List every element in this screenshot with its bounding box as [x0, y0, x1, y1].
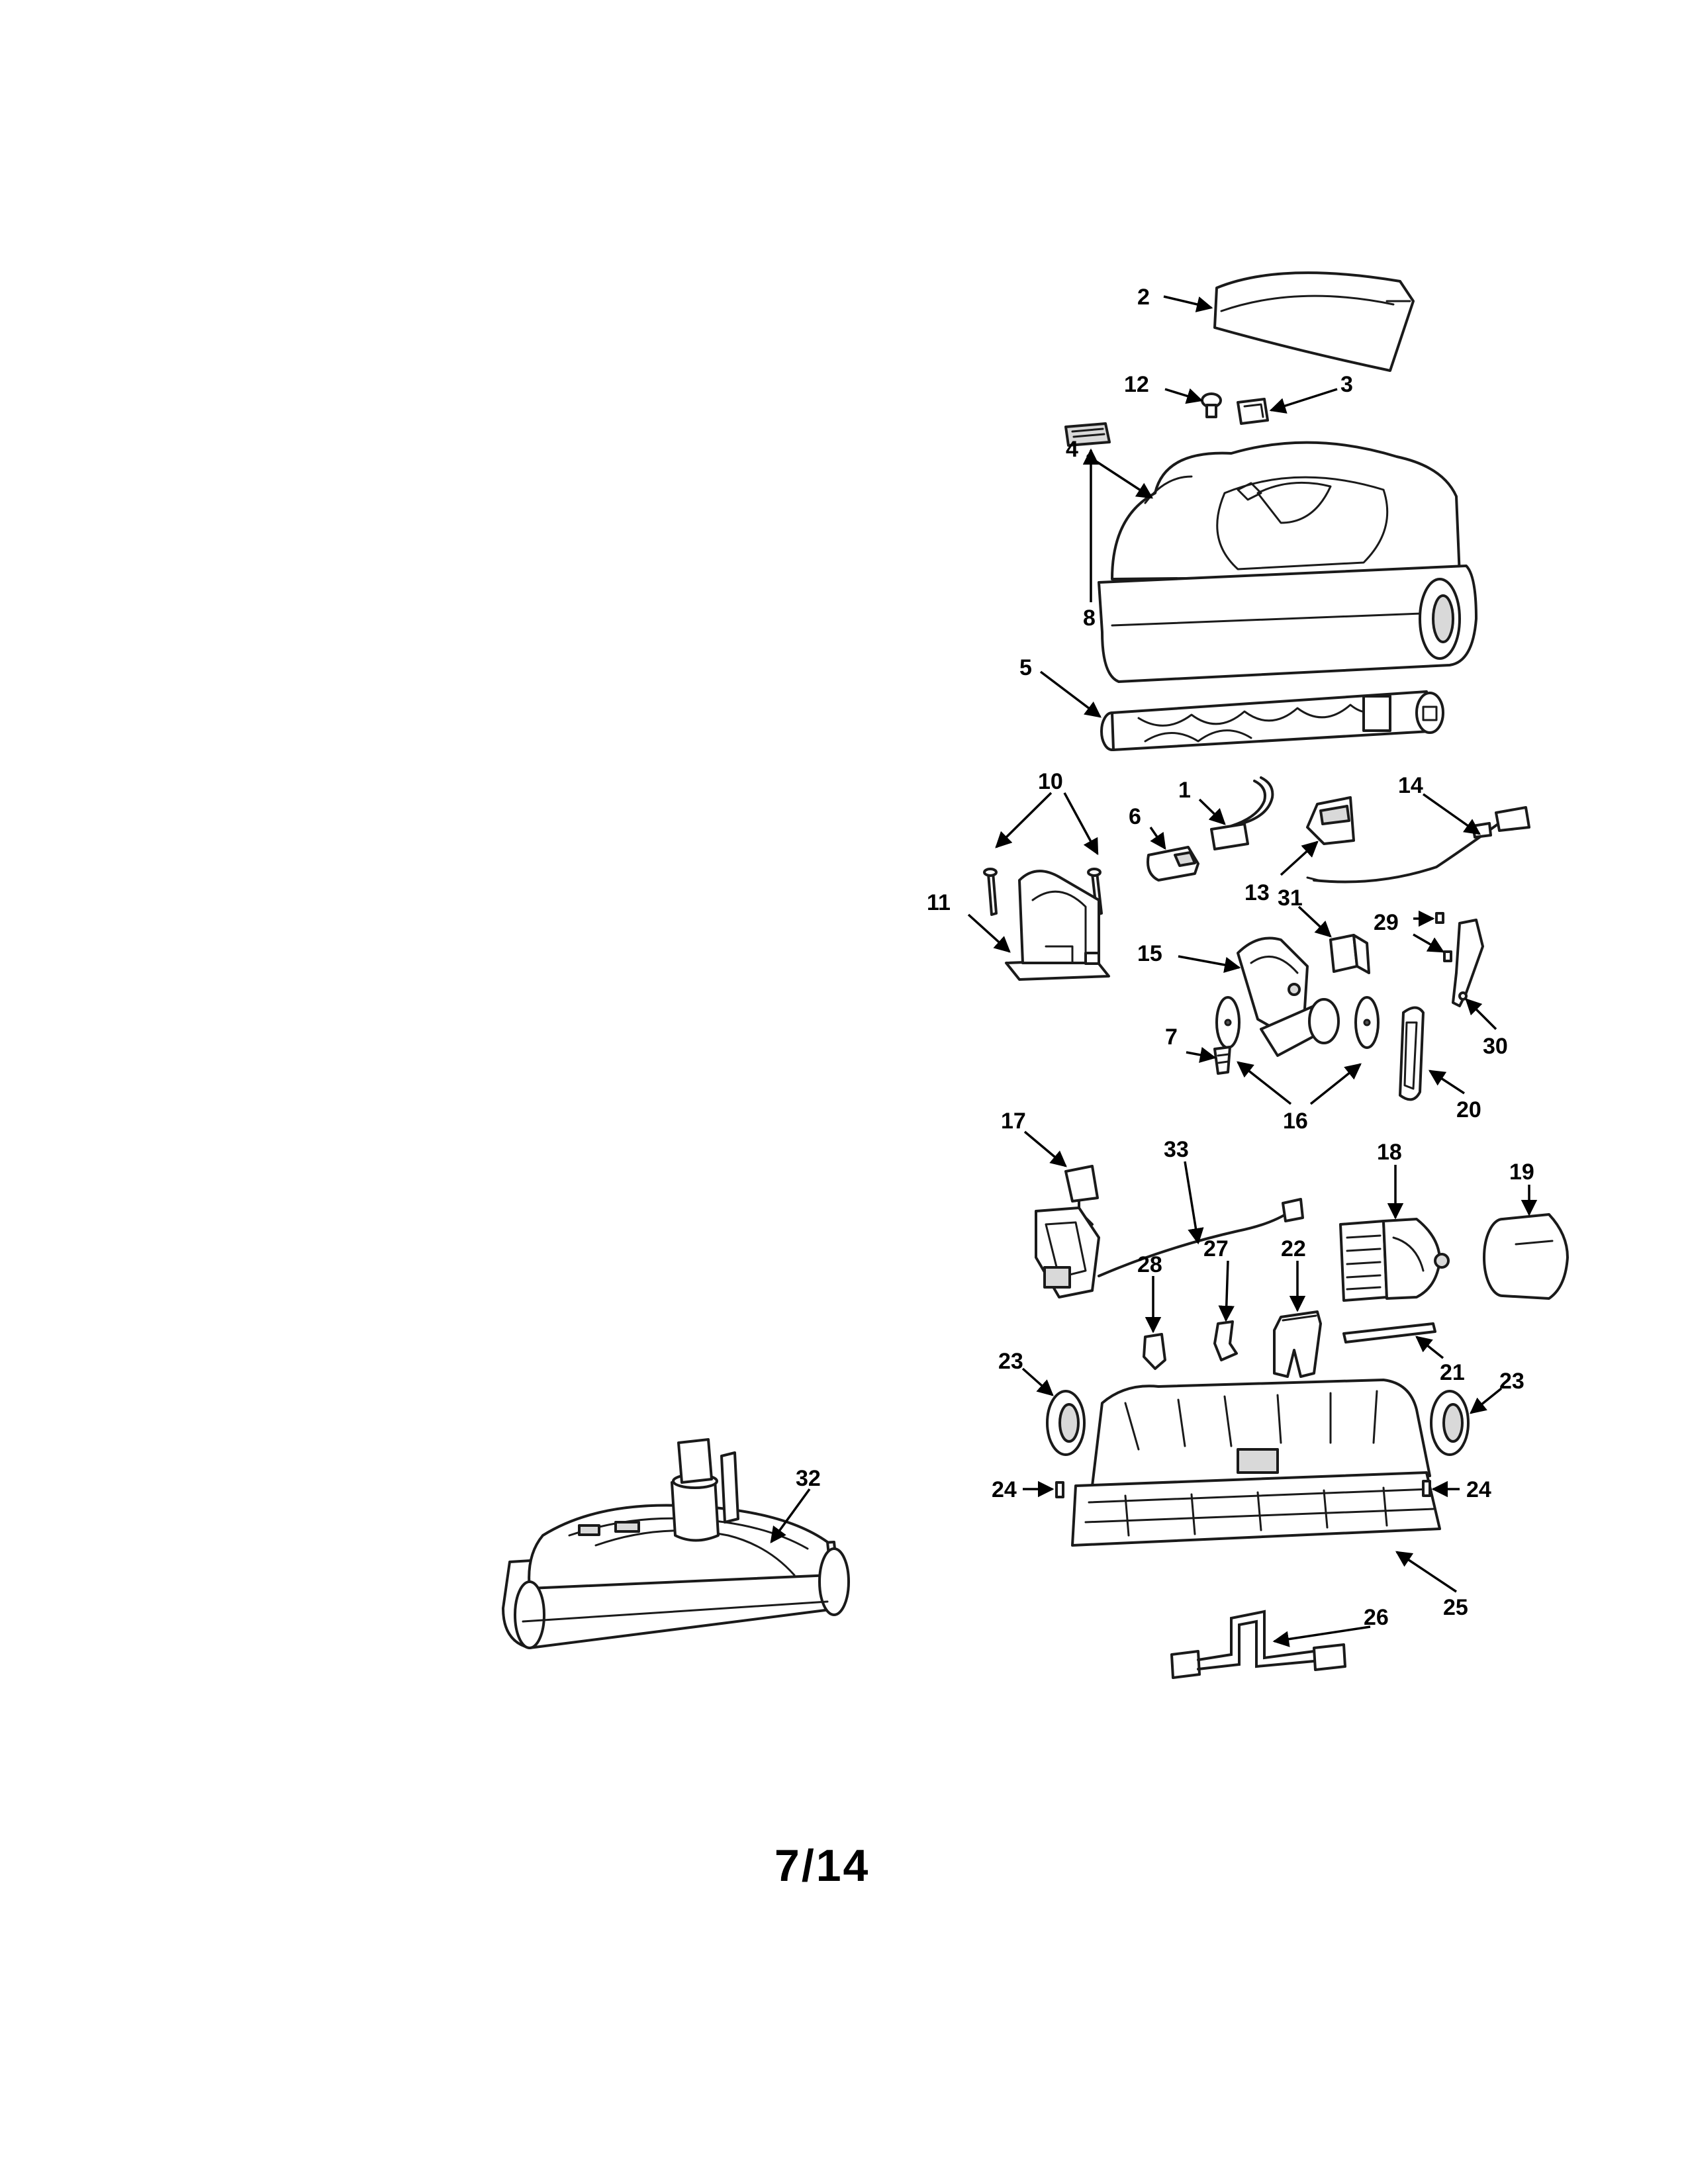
part-16-discs	[1215, 996, 1380, 1049]
leader-3	[1269, 388, 1338, 414]
leader-32	[770, 1488, 811, 1543]
leader-26	[1272, 1625, 1371, 1647]
callout-14: 14	[1398, 773, 1423, 798]
callout-25: 25	[1443, 1595, 1468, 1620]
part-2-top-cover	[1213, 271, 1415, 372]
leader-30	[1465, 998, 1497, 1030]
part-1-plug	[1210, 776, 1274, 850]
callout-28: 28	[1137, 1252, 1162, 1277]
leader-15	[1178, 955, 1241, 974]
callout-23-left: 23	[998, 1349, 1023, 1374]
leader-23a	[1021, 1367, 1054, 1396]
leader-21	[1415, 1336, 1444, 1359]
part-26-handle-rod	[1170, 1610, 1346, 1679]
part-20-belt	[1399, 1006, 1425, 1101]
part-17-switch	[1035, 1165, 1100, 1298]
part-25-base	[1071, 1379, 1441, 1547]
leader-13	[1280, 841, 1319, 876]
part-23-wheel-right	[1430, 1390, 1470, 1456]
callout-13: 13	[1244, 880, 1270, 905]
callout-27: 27	[1203, 1236, 1229, 1261]
part-30-bracket	[1452, 919, 1484, 1007]
callout-20: 20	[1456, 1097, 1481, 1122]
leader-33	[1184, 1161, 1204, 1245]
part-32-powerhead-assembly	[502, 1438, 850, 1649]
callout-3: 3	[1340, 372, 1353, 397]
leader-31	[1297, 905, 1332, 938]
callout-4: 4	[1066, 437, 1078, 462]
callout-31: 31	[1278, 886, 1303, 911]
part-7-wire-nut	[1213, 1046, 1231, 1075]
part-3-pad	[1237, 398, 1269, 425]
callout-15: 15	[1137, 941, 1162, 966]
leader-6	[1149, 827, 1166, 850]
callout-21: 21	[1440, 1360, 1465, 1385]
callout-33: 33	[1164, 1137, 1189, 1162]
callout-labels: 2 12 3 4 8 5 10 1 14 6 13 31 11 29 15 30…	[796, 285, 1534, 1630]
callout-30: 30	[1483, 1034, 1508, 1059]
part-24-pins	[1055, 1480, 1431, 1498]
leader-1	[1198, 798, 1226, 825]
leader-10a	[995, 792, 1053, 848]
part-27-clip	[1213, 1320, 1238, 1361]
callout-24-right: 24	[1466, 1477, 1491, 1502]
callout-8: 8	[1083, 606, 1096, 631]
part-13-switch-cover	[1306, 796, 1355, 845]
part-31-clip	[1329, 934, 1370, 974]
part-22-latch	[1273, 1310, 1322, 1378]
part-10-screws	[983, 868, 1103, 916]
part-5-brush-roll	[1100, 690, 1444, 751]
part-11-hinge-bracket	[1005, 870, 1110, 981]
leader-lines	[770, 295, 1538, 1647]
leader-27	[1218, 1260, 1235, 1322]
leader-5	[1039, 670, 1102, 718]
part-33-wire	[1098, 1198, 1304, 1277]
part-4-nozzle-hood	[1098, 441, 1477, 683]
leader-12	[1164, 388, 1203, 404]
part-21-rod	[1342, 1322, 1436, 1343]
leader-20	[1428, 1069, 1465, 1095]
part-12-knob	[1201, 392, 1222, 418]
part-19-motor-band	[1483, 1213, 1569, 1300]
leader-7	[1186, 1046, 1217, 1064]
leader-23b	[1470, 1387, 1503, 1414]
leader-10b	[1063, 792, 1099, 856]
callout-29: 29	[1374, 910, 1399, 935]
callout-16: 16	[1283, 1109, 1308, 1134]
leader-16a	[1237, 1061, 1292, 1105]
callout-19: 19	[1509, 1160, 1534, 1185]
callout-17: 17	[1001, 1109, 1026, 1134]
callout-24-left: 24	[992, 1477, 1017, 1502]
part-29-screws	[1435, 912, 1452, 962]
callout-11: 11	[927, 890, 951, 915]
part-28-clip	[1143, 1333, 1166, 1370]
part-15-swivel	[1237, 936, 1340, 1057]
part-6-connector	[1147, 846, 1199, 882]
callout-22: 22	[1281, 1236, 1306, 1261]
callout-12: 12	[1124, 372, 1149, 397]
callout-5: 5	[1019, 655, 1032, 680]
page-number: 7/14	[774, 1841, 870, 1891]
leader-25	[1395, 1551, 1457, 1593]
part-18-motor	[1339, 1218, 1450, 1302]
callout-1: 1	[1178, 778, 1191, 803]
leader-14	[1422, 793, 1481, 835]
callout-23-right: 23	[1499, 1369, 1524, 1394]
callout-32: 32	[796, 1466, 821, 1491]
leader-16b	[1309, 1063, 1362, 1105]
leader-4	[1086, 454, 1154, 499]
leader-2	[1163, 295, 1213, 312]
part-23-wheel-left	[1046, 1390, 1086, 1456]
callout-2: 2	[1137, 285, 1150, 310]
part-8-filter	[1064, 422, 1111, 447]
leader-29b	[1413, 933, 1445, 953]
leader-11	[967, 913, 1011, 953]
callout-7: 7	[1165, 1024, 1178, 1050]
callout-26: 26	[1364, 1605, 1389, 1630]
leader-17	[1023, 1130, 1067, 1167]
callout-6: 6	[1129, 804, 1141, 829]
callout-10: 10	[1038, 769, 1063, 794]
callout-18: 18	[1377, 1140, 1402, 1165]
